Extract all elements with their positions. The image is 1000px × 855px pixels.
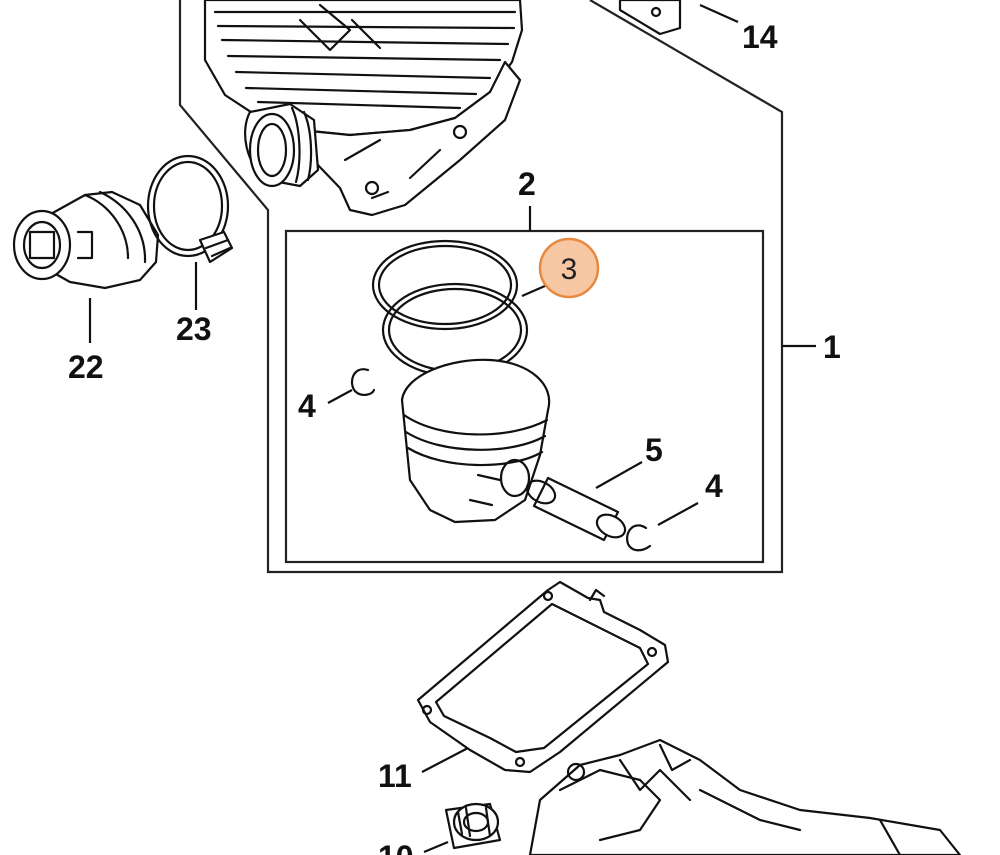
leader-4-left [327, 389, 353, 404]
leader-11 [421, 747, 469, 773]
gasket-icon [416, 580, 670, 774]
callout-3: 3 [561, 253, 578, 286]
intake-manifold-icon [12, 190, 160, 290]
callout-22[interactable]: 22 [68, 349, 104, 385]
highlight-circle [538, 237, 600, 299]
callout-4-right[interactable]: 4 [705, 468, 723, 504]
leader-5 [595, 461, 643, 489]
leader-14 [699, 3, 739, 24]
hose-clamp-icon [146, 154, 234, 264]
callout-4-left[interactable]: 4 [298, 388, 316, 424]
bracket-14-icon [618, 0, 682, 36]
piston-pin-icon [525, 476, 627, 542]
callout-3-highlighted[interactable]: 3 [538, 237, 600, 299]
cylinder-icon [203, 0, 524, 217]
piston-rings-icon [371, 239, 529, 378]
needle-bearing-icon [444, 802, 502, 850]
callout-1[interactable]: 1 [823, 329, 841, 365]
callout-23[interactable]: 23 [176, 311, 212, 347]
callout-11[interactable]: 11 [378, 758, 412, 794]
leader-4-right [657, 502, 699, 526]
callout-2[interactable]: 2 [518, 166, 536, 202]
assembly-1-bracket [178, 0, 784, 574]
callout-10[interactable]: 10 [378, 839, 414, 855]
circlip-left-icon [350, 368, 376, 396]
piston-icon [400, 358, 551, 524]
piston-kit-box [284, 229, 765, 564]
circlip-right-icon [626, 524, 652, 552]
leader-10 [423, 840, 449, 854]
callout-5[interactable]: 5 [645, 432, 663, 468]
crankcase-icon [528, 738, 962, 855]
callout-14[interactable]: 14 [742, 19, 778, 55]
